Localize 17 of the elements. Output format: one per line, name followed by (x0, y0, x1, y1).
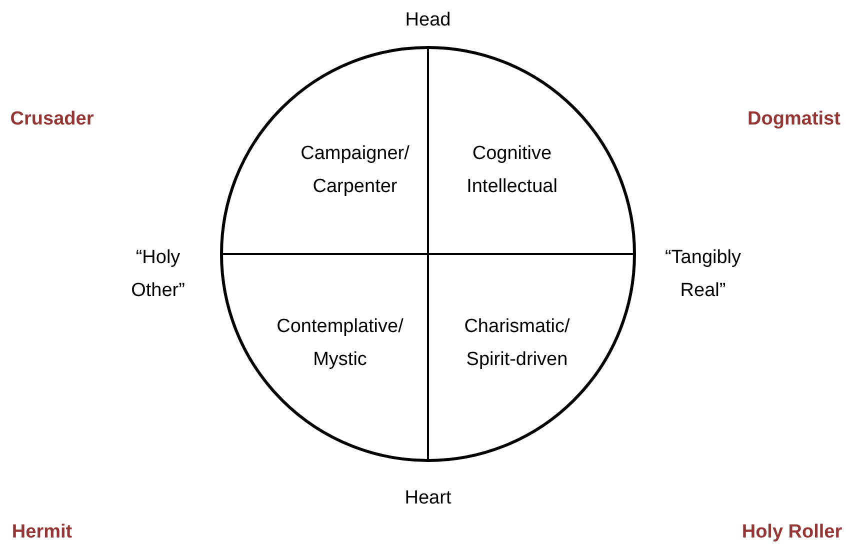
quadrant-label: Cognitive Intellectual (466, 142, 558, 199)
type-label: Holy Roller (742, 520, 842, 544)
quadrant (428, 254, 635, 461)
type-label: Crusader (10, 107, 94, 132)
axis-label: Heart (404, 486, 452, 510)
circle-outline (221, 47, 635, 461)
quadrant (221, 47, 428, 254)
axis-pole-label: “Tangibly Real” (664, 246, 742, 303)
type-label: Hermit (12, 520, 72, 544)
quadrant-label: Charismatic/ Spirit-driven (464, 314, 570, 372)
axis-pole-label: “Holy Other” (131, 246, 185, 303)
quadrant-label: Campaigner/ Carpenter (300, 142, 410, 199)
axis-label: Head (405, 8, 451, 32)
quadrant (221, 254, 428, 461)
quadrant-label: Contemplative/ Mystic (276, 314, 404, 372)
quadrant (428, 47, 635, 254)
type-label: Dogmatist (748, 107, 840, 132)
